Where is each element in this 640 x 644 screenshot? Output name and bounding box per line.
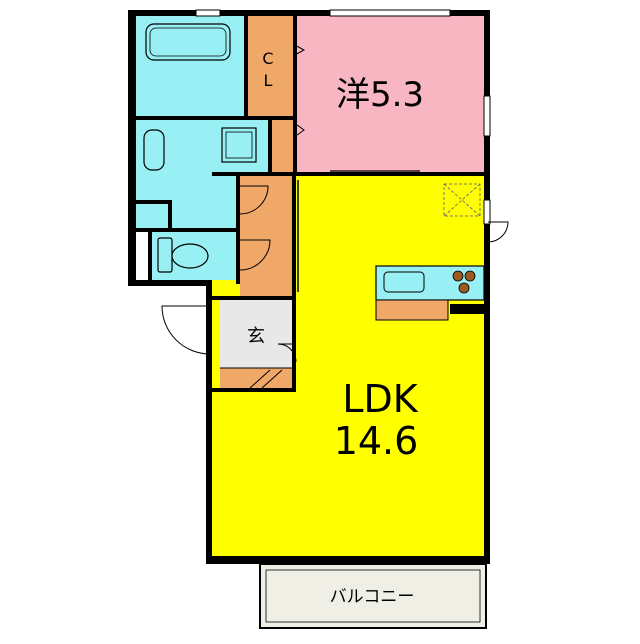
fridge-space	[450, 304, 484, 314]
closet-label-l: L	[264, 71, 273, 90]
door-swings	[161, 185, 509, 363]
toilet-fixture	[157, 237, 209, 273]
entrance-step	[220, 368, 292, 390]
western-room-door	[330, 170, 420, 175]
ldk-area: 14.6	[334, 419, 419, 463]
entrance	[220, 300, 292, 368]
entrance-label: 玄	[247, 326, 265, 347]
closet-door-marks	[292, 43, 306, 139]
western-room	[296, 16, 485, 176]
bathtub	[145, 23, 231, 61]
ldk-label: LDK	[342, 377, 418, 421]
balcony-outline	[259, 563, 487, 629]
washing-machine-pan	[221, 127, 257, 163]
closet	[248, 16, 293, 116]
kitchen-sink	[383, 271, 425, 293]
closet-lower	[272, 120, 293, 172]
kitchen-back-counter	[375, 299, 449, 321]
stove-burners	[452, 270, 476, 294]
balcony	[260, 564, 486, 628]
western-room-label: 洋5.3	[336, 75, 424, 115]
windows	[195, 9, 491, 225]
washbasin	[143, 129, 165, 171]
hallway	[240, 176, 292, 300]
shoe-cabinet-lines	[220, 367, 292, 389]
balcony-label: バルコニー	[330, 587, 415, 607]
closet-label-c: C	[262, 49, 273, 68]
overhead-storage	[443, 183, 481, 217]
